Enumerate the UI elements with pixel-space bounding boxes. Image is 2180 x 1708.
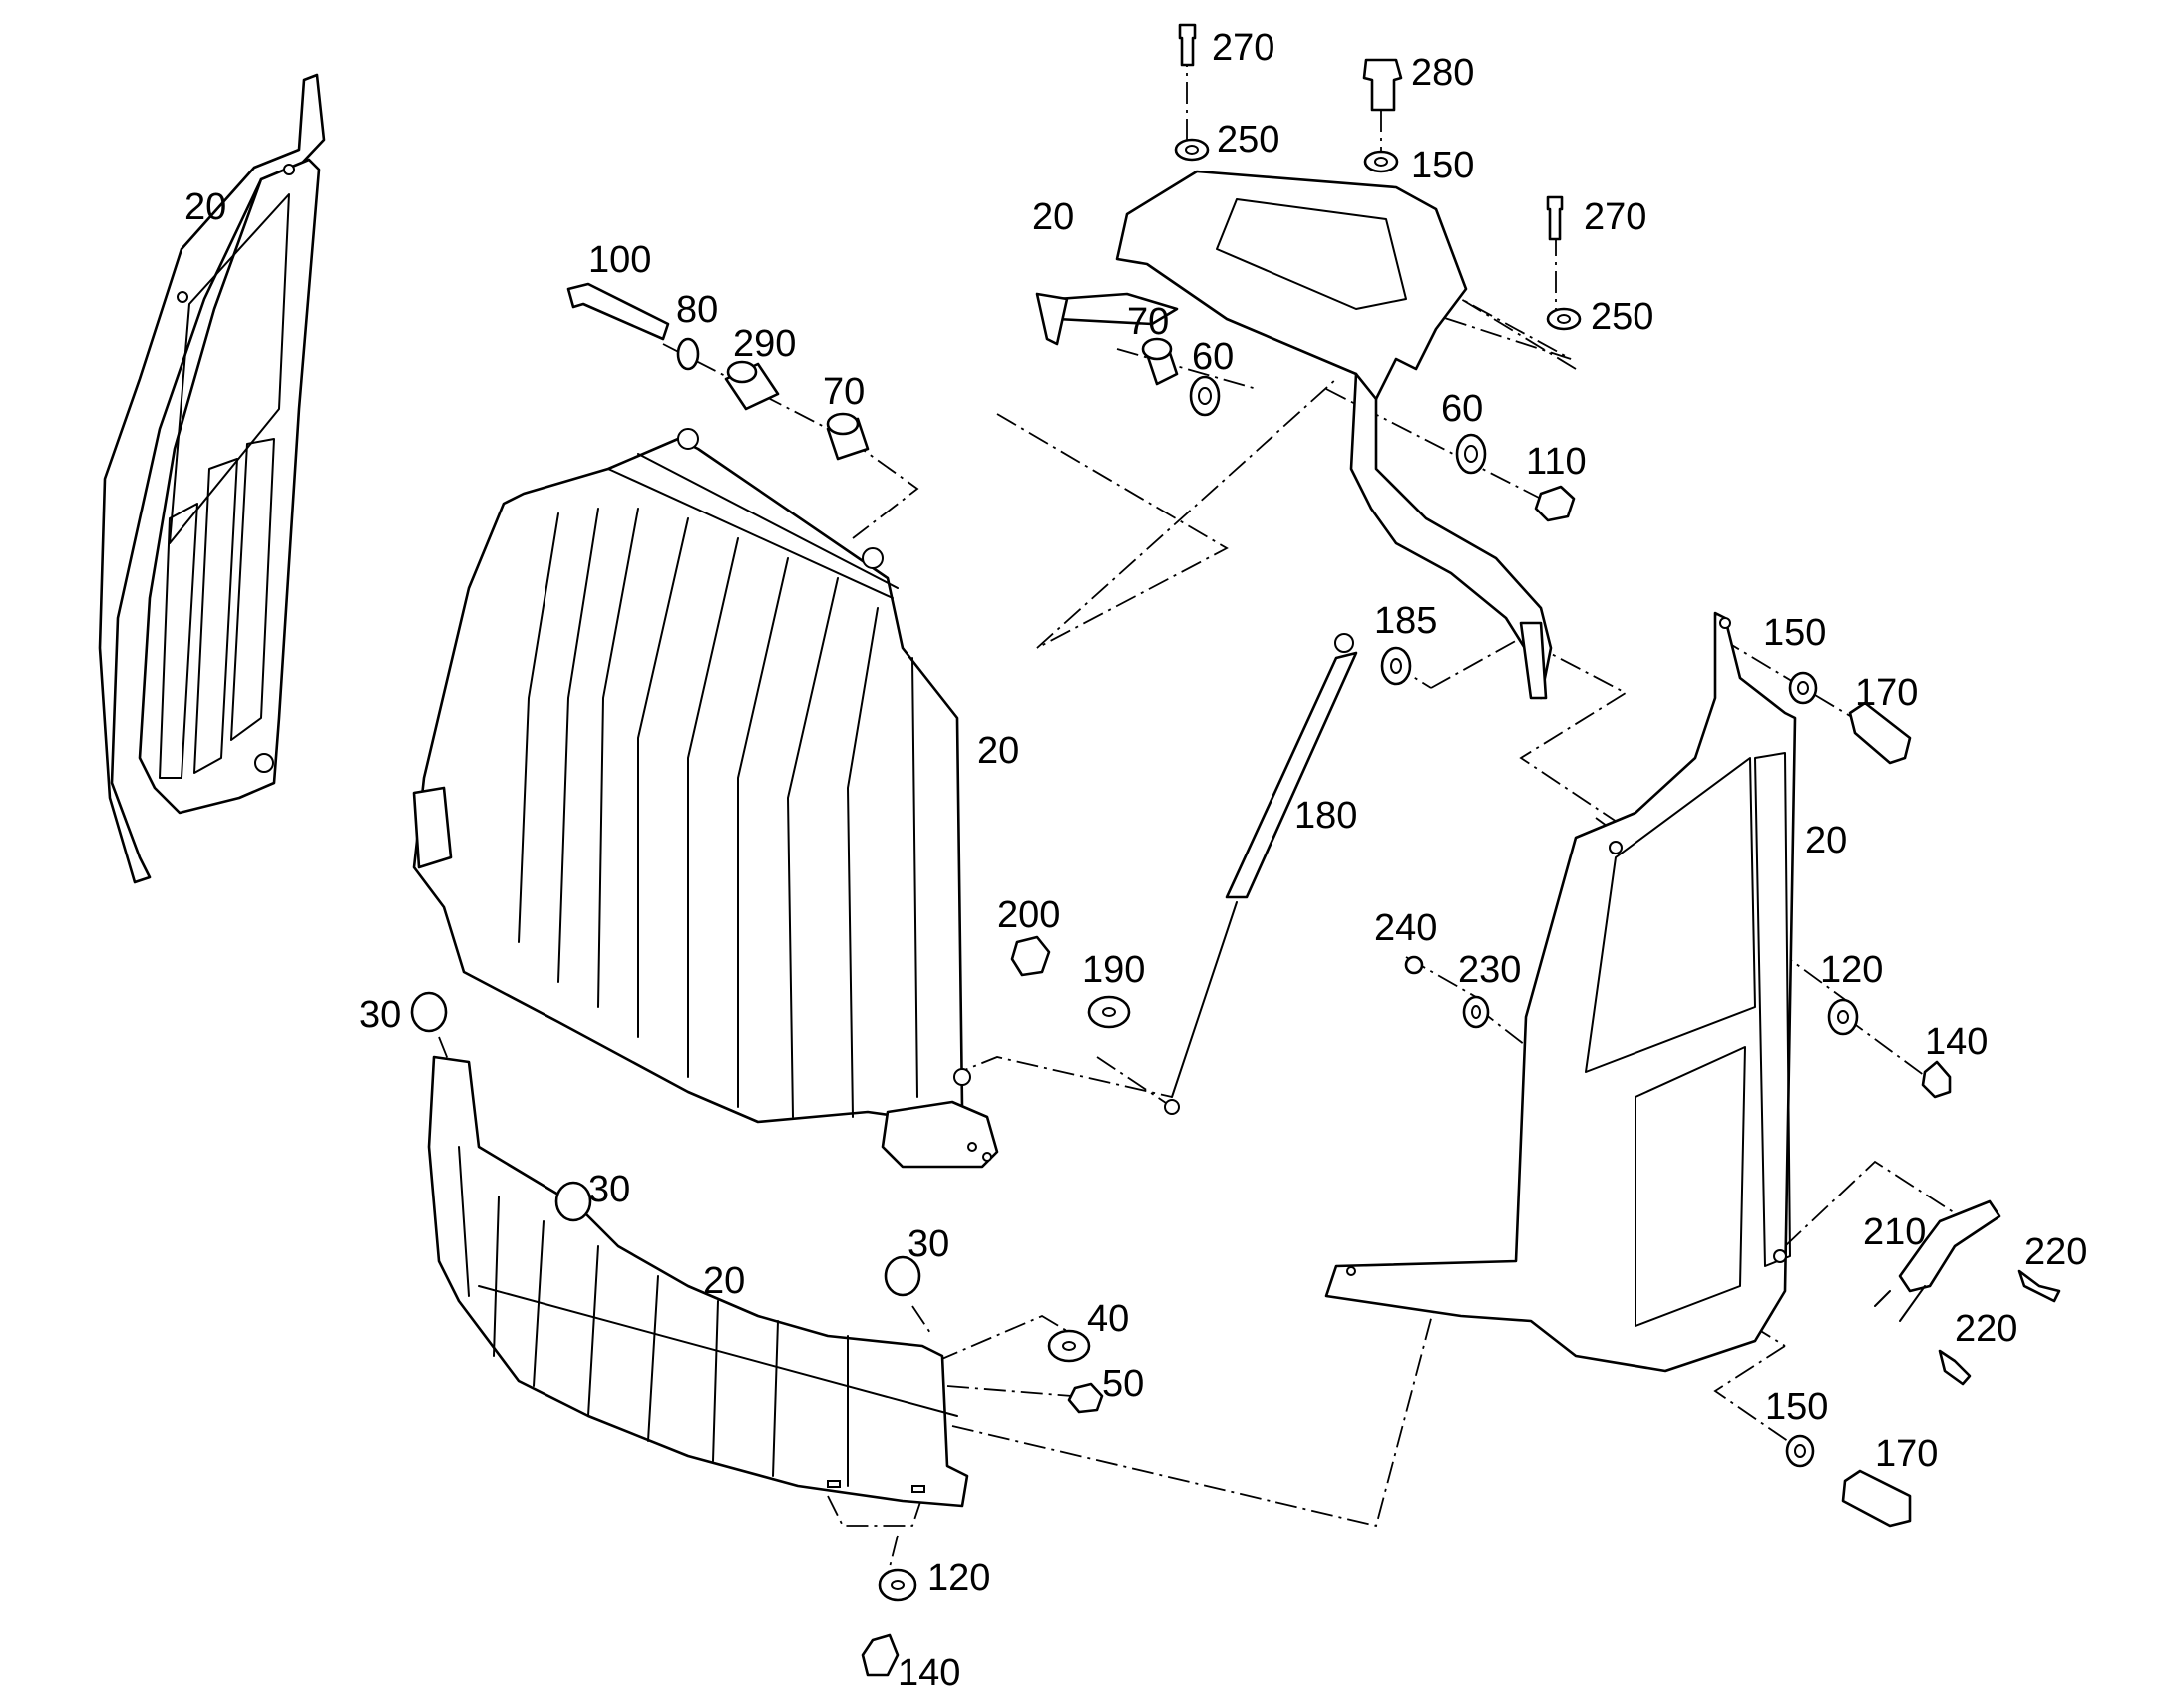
left-side-panel [98,73,326,884]
main-shroud [412,428,999,1169]
callout-label: 80 [676,289,718,331]
callout-label: 150 [1765,1386,1828,1428]
callout-label: 250 [1217,119,1279,161]
callout-label: 70 [1127,301,1169,343]
callout-label: 230 [1458,949,1521,991]
callout-label: 140 [898,1652,960,1694]
callout-label: 190 [1082,949,1145,991]
gas-strut [1164,633,1358,1115]
callout-label: 170 [1855,672,1918,714]
callout-label: 250 [1591,296,1653,338]
right-side-panel [1324,611,1797,1373]
callout-label: 240 [1374,907,1437,949]
callout-label: 290 [733,323,796,365]
callout-label: 180 [1294,795,1357,837]
callout-label: 20 [977,730,1019,772]
callout-label: 170 [1875,1433,1938,1475]
callout-label: 210 [1863,1211,1926,1253]
callout-label: 120 [1820,949,1883,991]
callout-label: 270 [1584,196,1646,238]
callout-label: 110 [1526,441,1587,483]
callout-label: 20 [184,186,226,228]
callout-label: 185 [1374,600,1437,642]
hardware [410,23,2061,1677]
callout-label: 280 [1411,52,1474,94]
callout-label: 220 [1955,1308,2017,1350]
callout-label: 20 [703,1260,745,1302]
callout-label: 30 [588,1169,630,1210]
callout-label: 200 [997,894,1060,936]
callout-label: 60 [1441,388,1483,430]
callout-label: 220 [2024,1231,2087,1273]
callout-label: 40 [1087,1298,1129,1340]
callout-label: 30 [359,994,401,1036]
callout-label: 50 [1102,1363,1144,1405]
top-mounting-bracket [1035,170,1553,700]
bottom-valance [427,1055,969,1508]
callout-label: 30 [908,1223,949,1265]
callout-label: 140 [1925,1021,1988,1063]
callout-label: 20 [1032,196,1074,238]
callout-labels: 20 270 280 250 150 20 270 250 100 80 290… [184,27,2087,1694]
callout-label: 120 [927,1557,990,1599]
callout-label: 60 [1192,336,1234,378]
callout-label: 70 [823,371,865,413]
callout-label: 20 [1805,820,1847,861]
callout-label: 150 [1763,612,1826,654]
callout-label: 150 [1411,145,1474,186]
callout-label: 100 [588,239,651,281]
callout-label: 270 [1212,27,1274,69]
